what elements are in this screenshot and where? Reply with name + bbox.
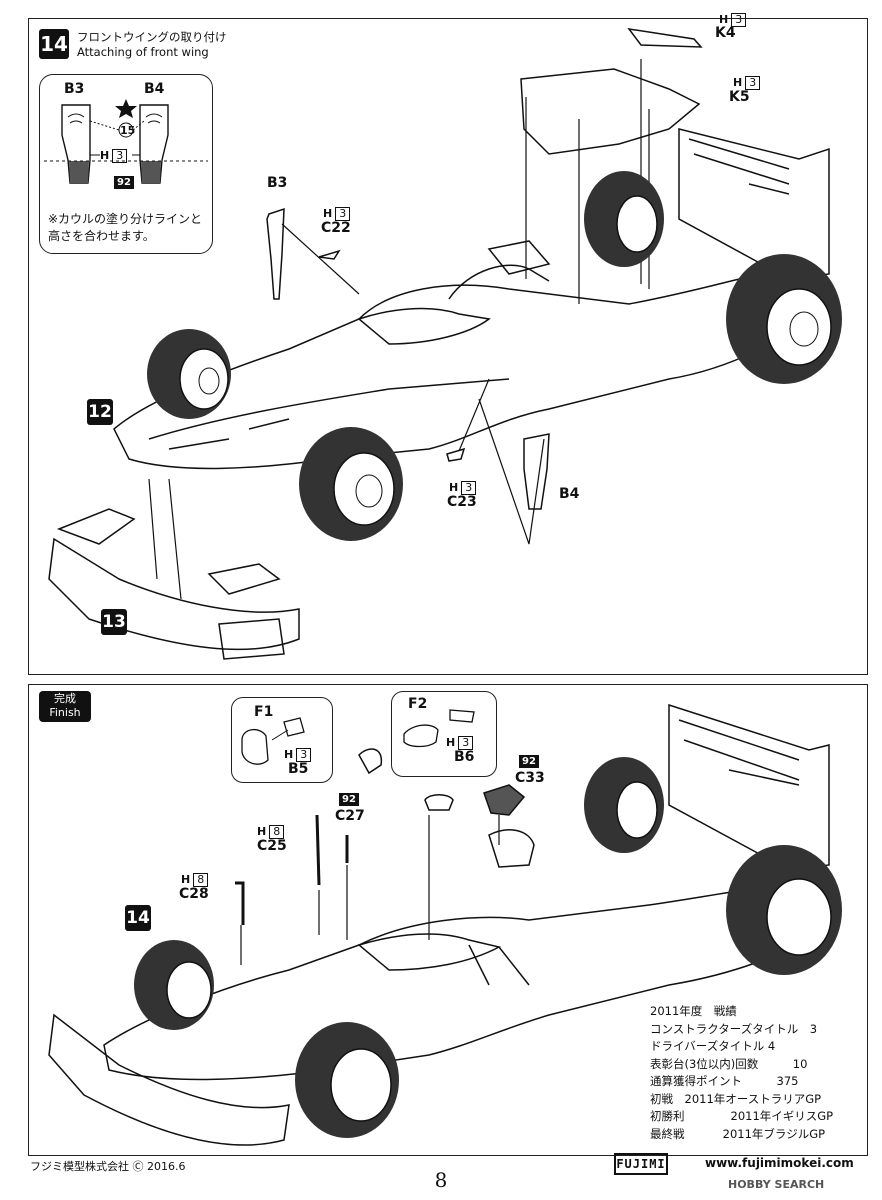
record-line: コンストラクターズタイトル 3 xyxy=(650,1021,818,1036)
part-k5-label: K5 xyxy=(729,89,750,105)
season-record: 2011年度 戦績 コンストラクターズタイトル 3 ドライバーズタイトル 4 表… xyxy=(650,1003,860,1143)
record-line: 通算獲得ポイント 375 xyxy=(650,1074,799,1088)
part-c22-label: C22 xyxy=(321,220,351,236)
step-number-badge: 14 xyxy=(39,29,69,59)
part-b3-label: B3 xyxy=(267,175,288,191)
inset-parts-illustration xyxy=(44,99,208,184)
mirror-right-icon xyxy=(403,709,475,748)
step-title-japanese: フロントウイングの取り付け xyxy=(77,30,227,44)
part-c33-paint-code: 92 xyxy=(519,755,539,768)
page-number: 8 xyxy=(434,1168,448,1192)
website-url: www.fujimimokei.com xyxy=(705,1156,854,1170)
part-c33-label: C33 xyxy=(515,770,545,786)
finish-label-en: Finish xyxy=(49,706,81,719)
part-c27-label: C27 xyxy=(335,808,365,824)
company-copyright: フジミ模型株式会社 Ⓒ 2016.6 xyxy=(30,1160,186,1173)
step-title-english: Attaching of front wing xyxy=(77,45,209,59)
inset-note: ※カウルの塗り分けラインと高さを合わせます。 xyxy=(48,212,203,243)
callout-step-12: 12 xyxy=(87,399,113,425)
part-c27-paint-code: 92 xyxy=(339,793,359,806)
step-14-panel: 14 フロントウイングの取り付け Attaching of front wing… xyxy=(28,13,868,675)
watermark: HOBBY SEARCH xyxy=(728,1178,825,1191)
part-c28-label: C28 xyxy=(179,886,209,902)
part-b5-label: B5 xyxy=(288,761,309,777)
callout-step-13: 13 xyxy=(101,609,127,635)
finish-badge: 完成 Finish xyxy=(39,691,91,722)
record-line: 表彰台(3位以内)回数 10 xyxy=(650,1056,808,1071)
part-f2-label: F2 xyxy=(408,696,428,712)
record-line: 初戦 2011年オーストラリアGP xyxy=(650,1091,822,1106)
part-c23-label: C23 xyxy=(447,494,477,510)
fujimi-logo: FUJIMI xyxy=(614,1153,668,1175)
inset-label-b3: B3 xyxy=(64,81,85,97)
part-b6-label: B6 xyxy=(454,749,475,765)
finished-car-illustration xyxy=(48,703,842,1146)
part-f1-label: F1 xyxy=(254,704,274,720)
inset-circle-number: 15 xyxy=(120,124,136,137)
part-c25-label: C25 xyxy=(257,838,287,854)
record-line: 初勝利 2011年イギリスGP xyxy=(650,1109,834,1123)
mirror-left-icon xyxy=(241,717,305,765)
inset-label-b4: B4 xyxy=(144,81,165,97)
finish-label-ja: 完成 xyxy=(54,692,76,705)
record-line: 2011年度 戦績 xyxy=(650,1004,737,1018)
record-line: 最終戦 2011年ブラジルGP xyxy=(650,1126,826,1141)
callout-step-14: 14 xyxy=(125,905,151,931)
step-14-car-illustration xyxy=(48,27,842,660)
inset-paint-code: 92 xyxy=(114,176,134,189)
record-line: ドライバーズタイトル 4 xyxy=(650,1039,776,1053)
part-b4-label: B4 xyxy=(559,486,580,502)
